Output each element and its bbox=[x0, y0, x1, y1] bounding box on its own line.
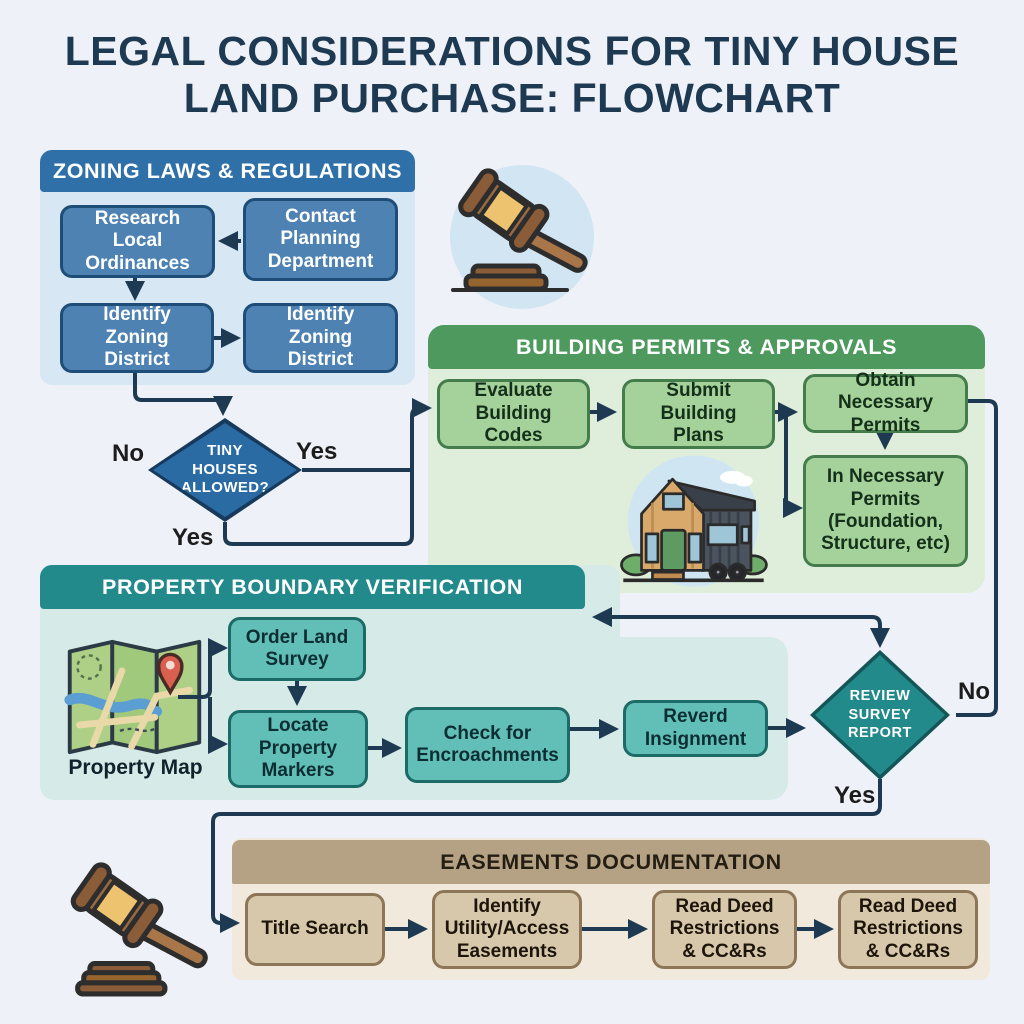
page-title-line1: LEGAL CONSIDERATIONS FOR TINY HOUSE bbox=[64, 28, 960, 74]
node-research-local-ordinances: Research Local Ordinances bbox=[60, 205, 215, 278]
label-yes-2: Yes bbox=[834, 782, 876, 809]
easements-section-title: EASEMENTS DOCUMENTATION bbox=[440, 849, 782, 874]
easements-section-header: EASEMENTS DOCUMENTATION bbox=[232, 840, 990, 884]
node-read-deed1-label: Read Deed Restrictions & CC&Rs bbox=[669, 895, 780, 962]
node-locate-label: Locate Property Markers bbox=[258, 715, 338, 782]
zoning-section-title: ZONING LAWS & REGULATIONS bbox=[52, 158, 403, 183]
permits-section-header: BUILDING PERMITS & APPROVALS bbox=[428, 325, 985, 369]
node-in-necessary-permits: In Necessary Permits (Foundation, Struct… bbox=[803, 455, 968, 567]
property-map-label: Property Map bbox=[68, 756, 203, 779]
gavel-icon-bottom bbox=[70, 862, 208, 997]
node-contact-label: Contact Planning Department bbox=[267, 205, 374, 272]
decision-tiny-houses-allowed: TINY HOUSES ALLOWED? bbox=[148, 418, 302, 522]
node-in-necessary-label: In Necessary Permits (Foundation, Struct… bbox=[821, 466, 950, 555]
node-obtain-necessary-permits: Obtain Necessary Permits bbox=[803, 370, 968, 436]
property-section-header: PROPERTY BOUNDARY VERIFICATION bbox=[40, 565, 585, 609]
node-locate-property-markers: Locate Property Markers bbox=[228, 710, 368, 788]
tiny-house-icon bbox=[620, 455, 768, 587]
page-title: LEGAL CONSIDERATIONS FOR TINY HOUSE LAND… bbox=[0, 28, 1024, 122]
label-no-1: No bbox=[112, 440, 144, 467]
label-yes-right: Yes bbox=[296, 438, 338, 465]
node-evaluate-building-codes: Evaluate Building Codes bbox=[437, 379, 590, 449]
node-title-search-label: Title Search bbox=[261, 918, 369, 940]
label-no-2: No bbox=[958, 678, 990, 705]
node-identify1-label: Identify Zoning District bbox=[103, 304, 171, 371]
node-read-deed-restrictions-1: Read Deed Restrictions & CC&Rs bbox=[652, 890, 797, 969]
permits-section-title: BUILDING PERMITS & APPROVALS bbox=[515, 334, 898, 359]
property-map-icon bbox=[64, 639, 202, 755]
node-read-deed-restrictions-2: Read Deed Restrictions & CC&Rs bbox=[838, 890, 978, 969]
node-identify-zoning-district-2: Identify Zoning District bbox=[243, 303, 398, 373]
node-submit-label: Submit Building Plans bbox=[660, 380, 737, 447]
node-identify2-label: Identify Zoning District bbox=[286, 304, 355, 371]
decision-review-survey-report: REVIEW SURVEY REPORT bbox=[810, 650, 950, 780]
node-order-label: Order Land Survey bbox=[245, 626, 349, 670]
label-yes-bottom: Yes bbox=[172, 524, 214, 551]
node-read-deed2-label: Read Deed Restrictions & CC&Rs bbox=[853, 895, 963, 962]
node-evaluate-label: Evaluate Building Codes bbox=[474, 380, 553, 447]
node-obtain-label: Obtain Necessary Permits bbox=[837, 369, 934, 436]
node-research-label: Research Local Ordinances bbox=[85, 207, 190, 274]
node-identify-utility-label: Identify Utility/Access Easements bbox=[444, 895, 570, 962]
node-reverd-insignment: Reverd Insignment bbox=[623, 700, 768, 757]
node-title-search: Title Search bbox=[245, 893, 385, 966]
property-section-title: PROPERTY BOUNDARY VERIFICATION bbox=[102, 574, 523, 599]
node-check-label: Check for Encroachments bbox=[416, 722, 559, 766]
node-contact-planning-department: Contact Planning Department bbox=[243, 198, 398, 281]
zoning-section-header: ZONING LAWS & REGULATIONS bbox=[40, 150, 415, 192]
decision-tiny-houses-fill: TINY HOUSES ALLOWED? bbox=[153, 423, 297, 517]
decision-review-survey-label: REVIEW SURVEY REPORT bbox=[847, 687, 913, 742]
node-identify-zoning-district-1: Identify Zoning District bbox=[60, 303, 214, 373]
decision-tiny-houses-label: TINY HOUSES ALLOWED? bbox=[180, 441, 270, 497]
node-reverd-label: Reverd Insignment bbox=[644, 706, 747, 750]
node-submit-building-plans: Submit Building Plans bbox=[622, 379, 775, 449]
decision-review-survey-fill: REVIEW SURVEY REPORT bbox=[815, 655, 945, 775]
node-identify-utility-access-easements: Identify Utility/Access Easements bbox=[432, 890, 582, 969]
node-order-land-survey: Order Land Survey bbox=[228, 617, 366, 681]
gavel-icon-top bbox=[450, 165, 594, 309]
node-check-for-encroachments: Check for Encroachments bbox=[405, 707, 570, 783]
page-title-line2: LAND PURCHASE: FLOWCHART bbox=[183, 75, 841, 122]
